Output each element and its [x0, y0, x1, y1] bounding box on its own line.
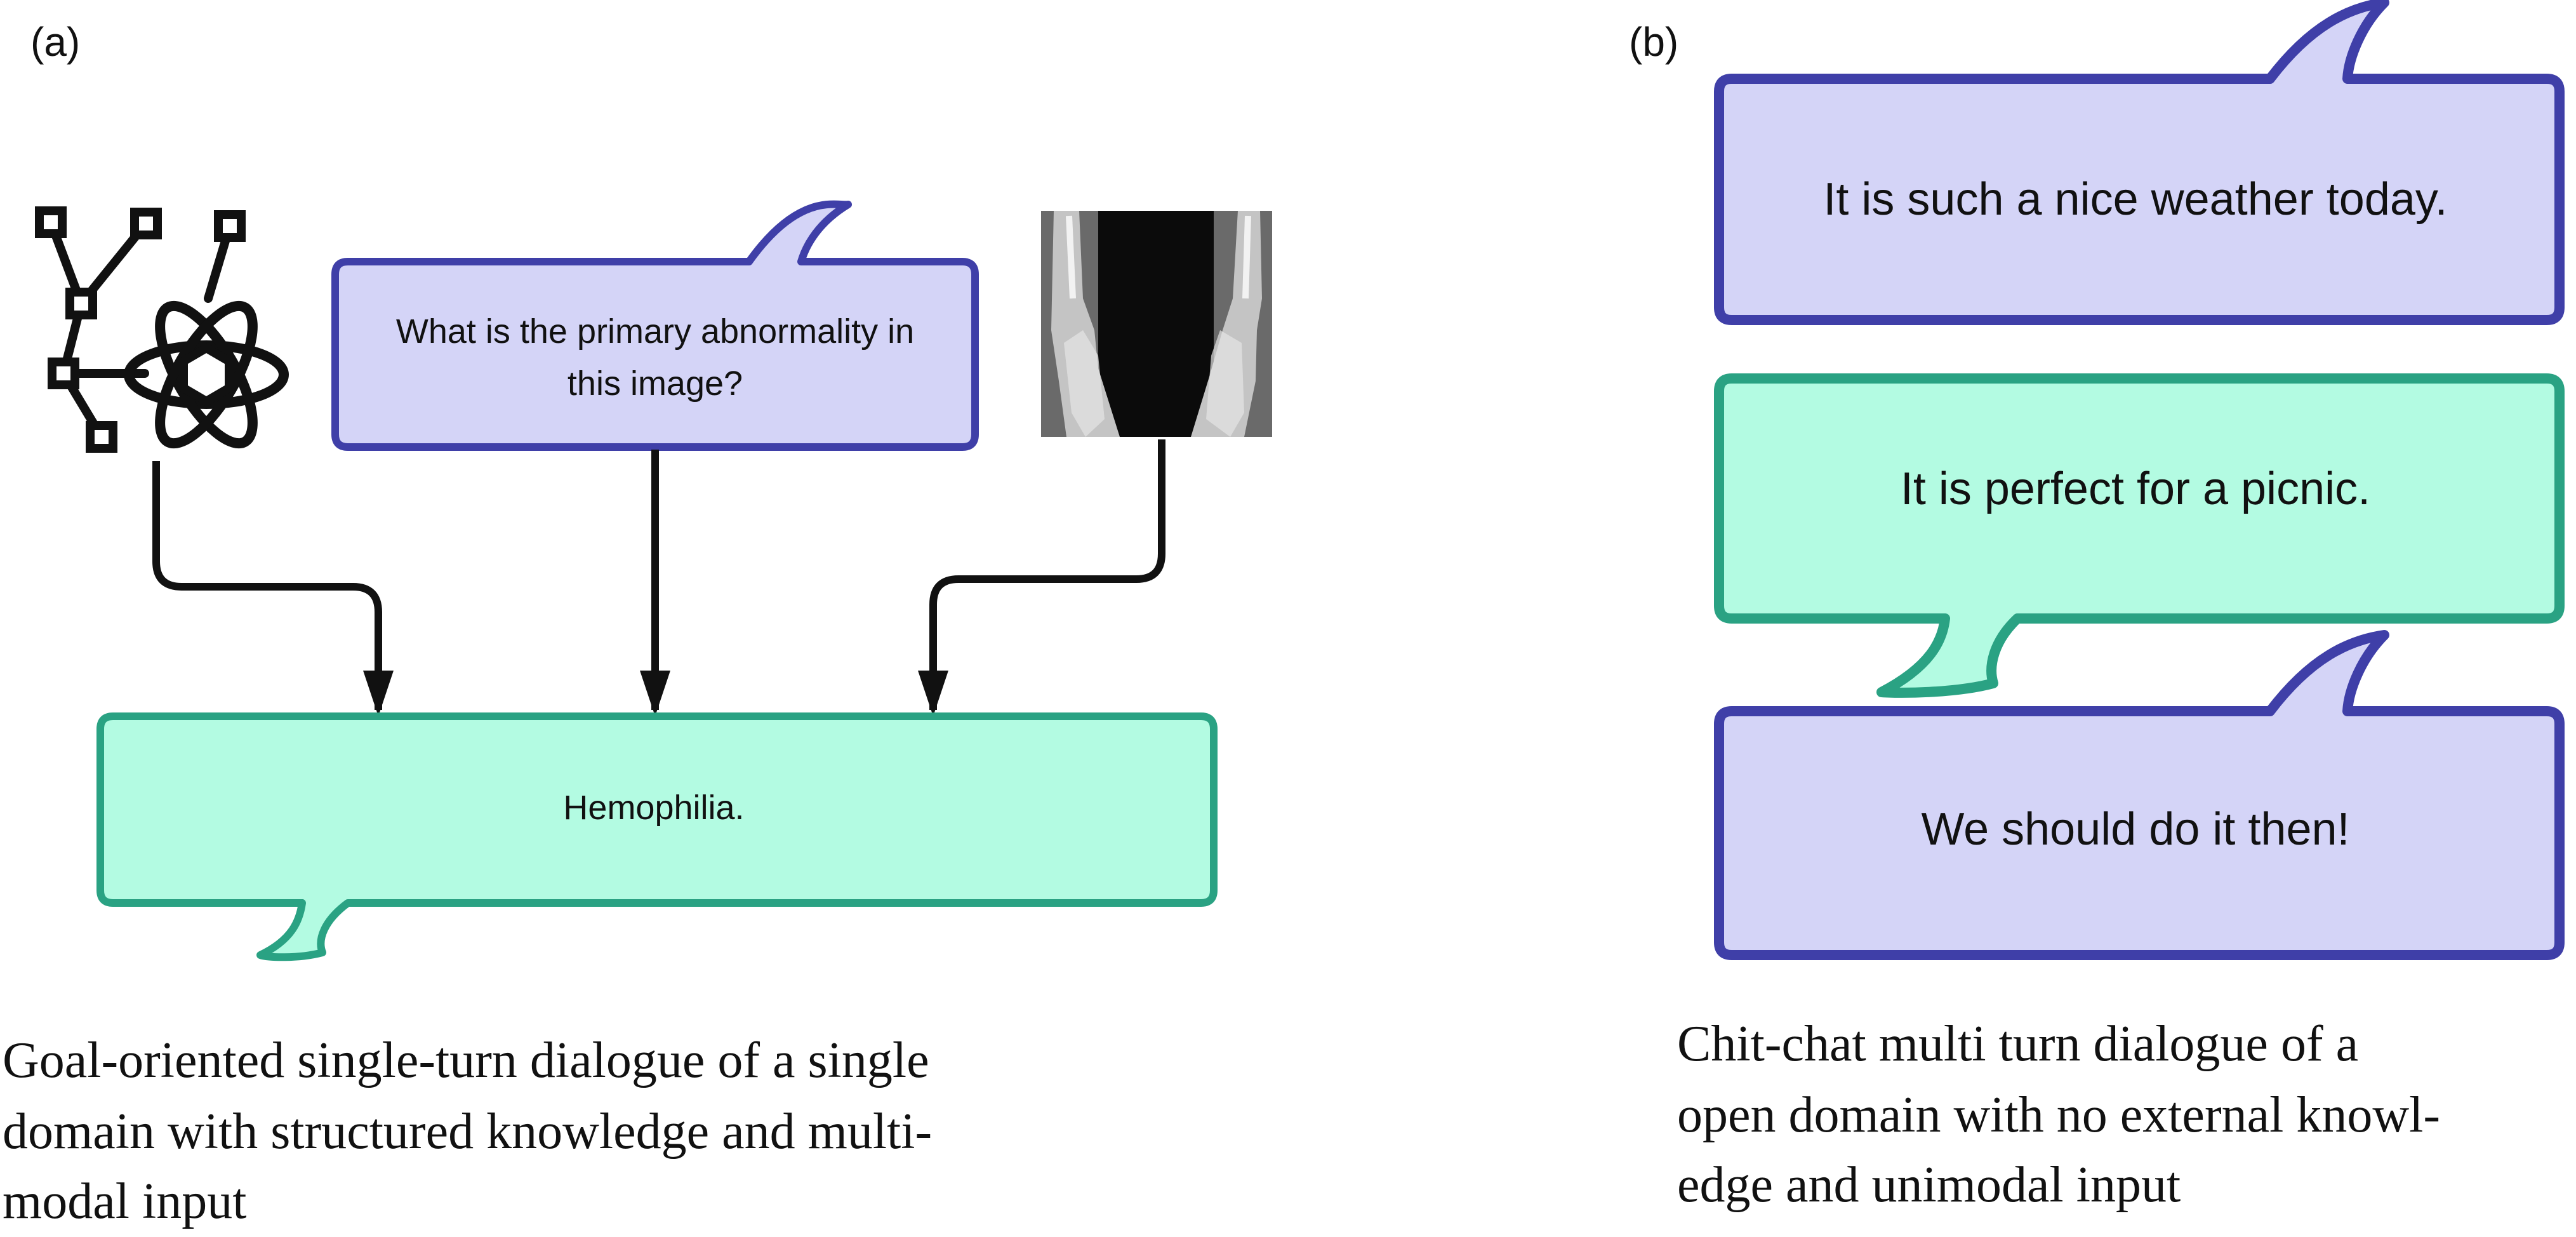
xray-image — [1041, 211, 1272, 437]
panel-b-label: (b) — [1629, 19, 1678, 65]
answer-text: Hemophilia. — [563, 789, 744, 827]
caption-b-line1: Chit-chat multi turn dialogue of a — [1677, 1016, 2358, 1072]
arrow-from-image — [929, 439, 1165, 713]
caption-a-line3: modal input — [3, 1173, 246, 1229]
chat-bubble-3-text: We should do it then! — [1921, 804, 2349, 855]
chat-bubble-2: It is perfect for a picnic. — [1714, 373, 2565, 698]
caption-a-line2: domain with structured knowledge and mul… — [3, 1104, 932, 1160]
caption-b: Chit-chat multi turn dialogue of a open … — [1677, 1016, 2440, 1213]
chat-bubble-1: It is such a nice weather today. — [1714, 0, 2565, 325]
question-text-line1: What is the primary abnormality in — [396, 312, 914, 351]
atom-icon — [124, 300, 289, 449]
question-bubble: What is the primary abnormality in this … — [331, 200, 979, 451]
caption-a: Goal-oriented single-turn dialogue of a … — [3, 1033, 932, 1229]
knowledge-graph-icon — [35, 206, 246, 453]
connector-arrows — [152, 439, 1165, 713]
question-text-line2: this image? — [568, 364, 743, 403]
panel-a-label: (a) — [30, 19, 80, 65]
caption-b-line2: open domain with no external knowl- — [1677, 1087, 2440, 1143]
chat-bubble-2-text: It is perfect for a picnic. — [1901, 464, 2370, 514]
answer-bubble: Hemophilia. — [96, 712, 1218, 961]
chat-bubble-1-text: It is such a nice weather today. — [1823, 174, 2447, 225]
caption-a-line1: Goal-oriented single-turn dialogue of a … — [3, 1033, 929, 1088]
caption-b-line3: edge and unimodal input — [1677, 1157, 2181, 1213]
chat-bubble-3: We should do it then! — [1714, 630, 2565, 960]
arrow-from-knowledge — [152, 461, 382, 713]
